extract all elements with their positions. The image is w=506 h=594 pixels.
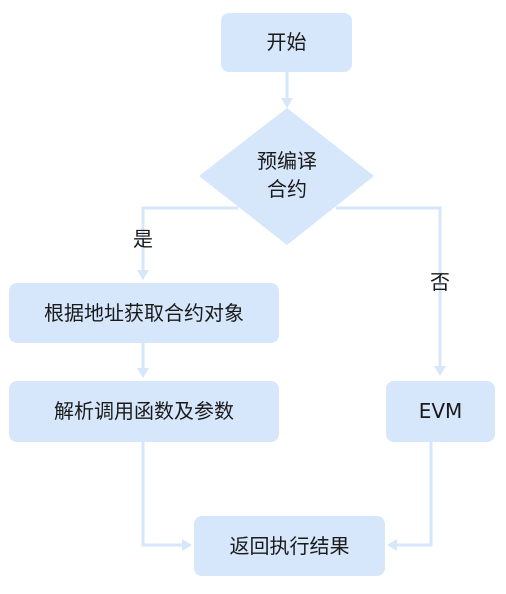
node-get-contract-label: 根据地址获取合约对象 [44,301,244,325]
node-get-contract-box [9,283,279,343]
arrowhead-start-to-decision [281,98,293,108]
node-parse: 解析调用函数及参数 [9,381,279,442]
node-evm: EVM [386,381,495,442]
node-result-box [194,516,385,576]
arrowhead-decision-yes [137,270,149,280]
edges [137,72,446,551]
arrowhead-parse-to-result [182,539,192,551]
node-decision-label-line1: 预编译 [257,149,317,173]
label-yes: 是 [133,227,153,251]
node-start-label: 开始 [267,30,307,54]
node-get-contract: 根据地址获取合约对象 [9,283,279,343]
node-evm-box [386,381,495,442]
node-parse-label: 解析调用函数及参数 [54,399,234,423]
edge-evm-to-result [397,442,433,547]
node-decision-diamond [199,108,374,245]
node-parse-box [9,381,279,442]
node-result-label: 返回执行结果 [230,534,350,558]
edge-parse-to-result [141,442,182,547]
node-decision-label-line2: 合约 [267,177,307,201]
arrowhead-get-to-parse [137,368,149,378]
node-start: 开始 [221,13,352,72]
edge-decision-no [336,206,442,366]
arrowhead-decision-no [434,366,446,376]
arrowhead-evm-to-result [387,539,397,551]
label-no: 否 [430,270,450,294]
edge-decision-yes [141,206,238,270]
node-evm-label: EVM [419,399,463,423]
node-result: 返回执行结果 [194,516,385,576]
node-decision: 预编译 合约 [199,108,374,245]
node-start-box [221,13,352,72]
